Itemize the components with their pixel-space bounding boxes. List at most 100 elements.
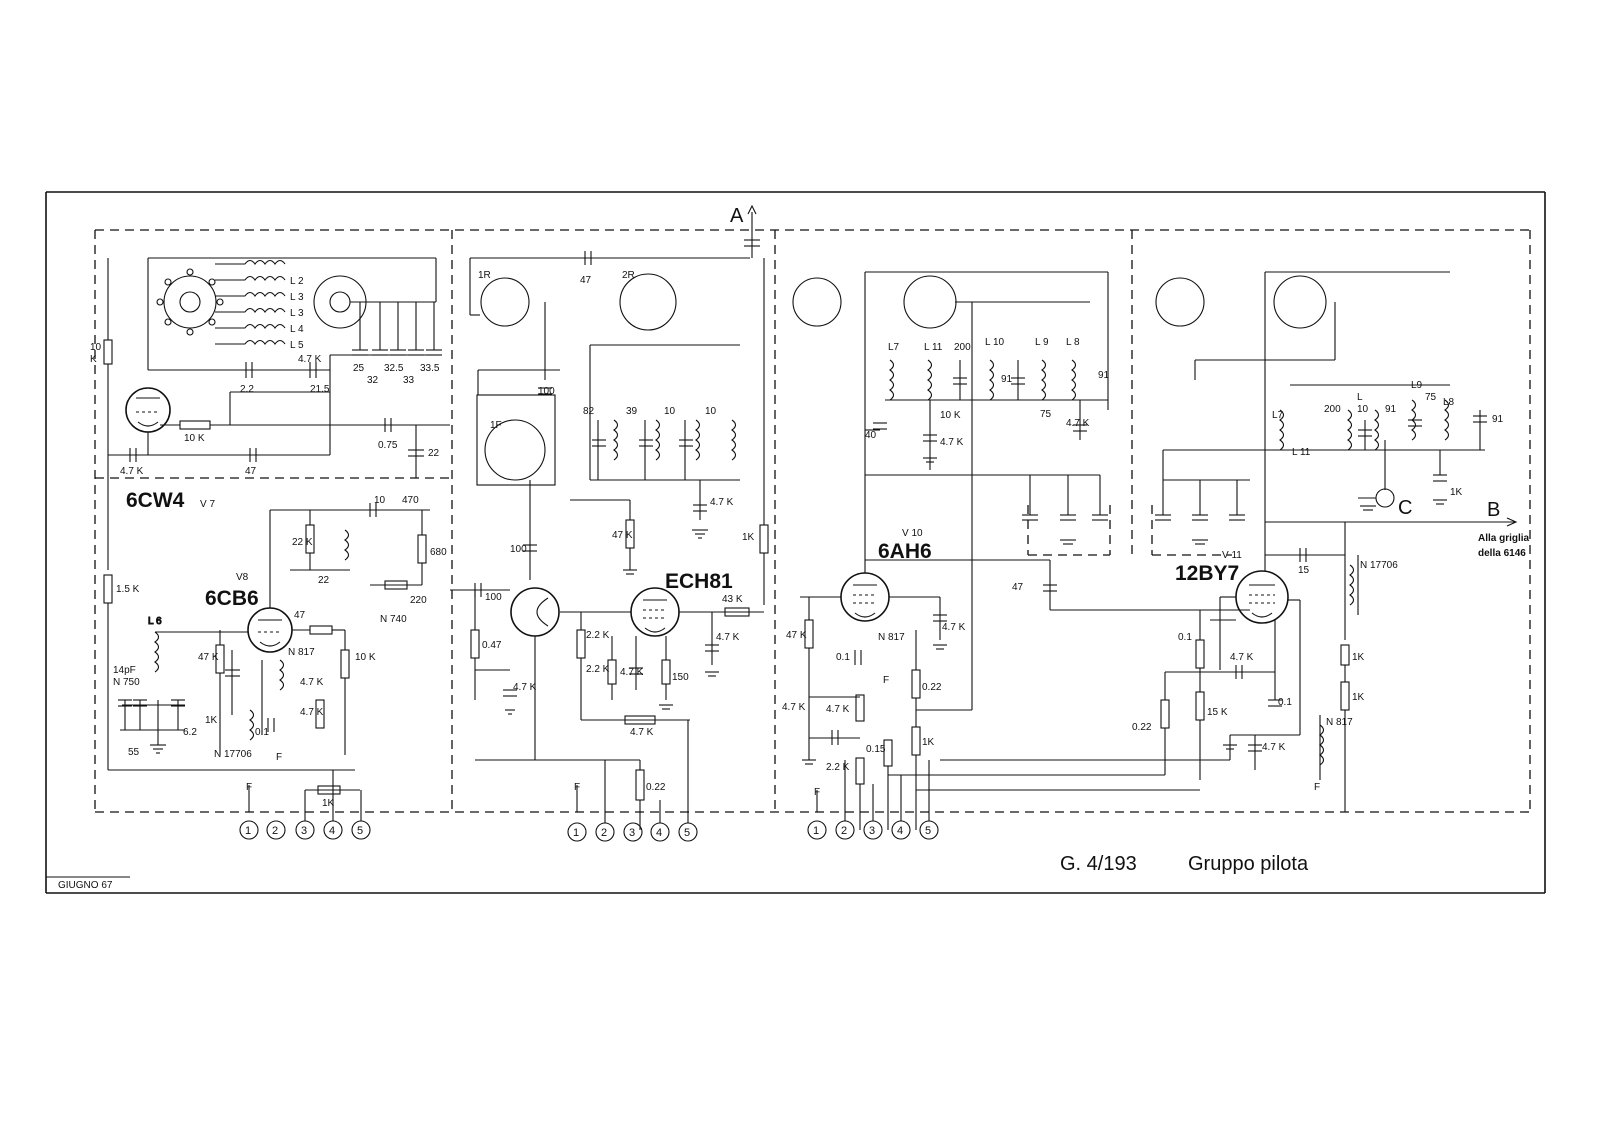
value-label: 47 xyxy=(245,466,257,477)
value-label: 91 xyxy=(1385,404,1397,415)
value-label: 10 K xyxy=(184,433,205,444)
value-label: 82 xyxy=(583,406,595,417)
value-label: 1.5 K xyxy=(116,584,140,595)
value-label: 10 xyxy=(705,406,717,417)
value-label: 15 K xyxy=(1207,707,1228,718)
rotary-switch-icon xyxy=(163,275,217,329)
output-b-note: Alla griglia xyxy=(1478,533,1530,544)
stage-v9: 1R 2R 1F 47 100 xyxy=(450,204,769,830)
value-label: 47 K xyxy=(198,652,219,663)
switch-label: 1R xyxy=(478,270,491,281)
value-label: N 740 xyxy=(380,614,407,625)
vacuum-tube-icon xyxy=(1235,570,1289,624)
value-label: 4.7 K xyxy=(620,667,644,678)
value-label: 4.7 K xyxy=(710,497,734,508)
value-label: 1K xyxy=(922,737,935,748)
terminal-label: 4 xyxy=(897,825,903,837)
terminal-label: 3 xyxy=(629,827,635,839)
coil-label: L 3 xyxy=(290,308,304,319)
value-label: 100 xyxy=(538,386,555,397)
terminal-label: 2 xyxy=(272,825,278,837)
value-label: 2.2 K xyxy=(586,664,610,675)
coil-label: L 9 xyxy=(1035,337,1049,348)
value-label: 40 xyxy=(865,430,877,441)
coil-label: L7 xyxy=(888,342,900,353)
value-label: N 817 xyxy=(1326,717,1353,728)
tube-ref-label: V 11 xyxy=(1222,550,1242,561)
vacuum-tube-icon xyxy=(630,587,680,637)
terminal-label: 2 xyxy=(841,825,847,837)
coil-label: L 8 xyxy=(1066,337,1080,348)
value-label: N 750 xyxy=(113,677,140,688)
value-label: 32 xyxy=(367,375,379,386)
terminal-label: 5 xyxy=(357,825,363,837)
value-label: 2.2 xyxy=(240,384,254,395)
switch-label: 2R xyxy=(622,270,635,281)
output-label-a: A xyxy=(730,205,744,227)
value-label: 0.22 xyxy=(646,782,666,793)
sheet-frame xyxy=(45,191,1546,894)
tube-type-label: 6CW4 xyxy=(126,489,185,512)
f-label: F xyxy=(246,782,252,793)
terminal-label: 4 xyxy=(329,825,335,837)
stage-v11: L7 L 11 L L9 L8 200 10 91 75 91 1K C B A… xyxy=(888,271,1530,812)
value-label: 100 xyxy=(485,592,502,603)
vacuum-tube-icon xyxy=(840,572,890,622)
rotary-switch-icon xyxy=(1273,275,1327,329)
value-label: 0.1 xyxy=(836,652,850,663)
terminal-label: 5 xyxy=(925,825,931,837)
stage-v7: L 2 L 3 L 3 L 4 L 5 25 32 32.5 33 33.5 xyxy=(90,257,450,570)
terminal-label: 1 xyxy=(573,827,579,839)
coil-label: L 4 xyxy=(290,324,304,335)
value-label: 2.2 K xyxy=(826,762,850,773)
value-label: 47 xyxy=(294,610,306,621)
rotary-switch-icon xyxy=(903,275,957,329)
switch-label: 1F xyxy=(490,420,502,431)
value-label: 1K xyxy=(1450,487,1463,498)
value-label: 2.2 K xyxy=(586,630,610,641)
coil-label: L 2 xyxy=(290,276,304,287)
coil-label: L 11 xyxy=(924,342,943,353)
value-label: N 817 xyxy=(878,632,905,643)
output-label-c: C xyxy=(1398,497,1412,519)
value-label: 1K xyxy=(1352,692,1365,703)
value-label: 0.1 xyxy=(1278,697,1292,708)
drawing-title: Gruppo pilota xyxy=(1188,853,1309,875)
value-label: 4.7 K xyxy=(120,466,144,477)
tube-ref-label: V 7 xyxy=(200,499,215,510)
value-label: K xyxy=(90,354,97,365)
value-label: 75 xyxy=(1040,409,1052,420)
value-label: 47 K xyxy=(786,630,807,641)
terminal-label: 5 xyxy=(684,827,690,839)
value-label: 15 xyxy=(1298,565,1310,576)
coil-label: L 11 xyxy=(1292,447,1311,458)
value-label: 10 xyxy=(374,495,386,506)
value-label: 33 xyxy=(403,375,415,386)
tube-type-label: 6CB6 xyxy=(205,587,259,610)
value-label: 1K xyxy=(205,715,218,726)
value-label: N 817 xyxy=(288,647,315,658)
value-label: 0.75 xyxy=(378,440,398,451)
value-label: 32.5 xyxy=(384,363,404,374)
value-label: 4.7 K xyxy=(300,707,324,718)
value-label: 4.7 K xyxy=(826,704,850,715)
value-label: 0.15 xyxy=(866,744,886,755)
value-label: 680 xyxy=(430,547,447,558)
output-label-b: B xyxy=(1487,499,1500,521)
f-label: F xyxy=(883,675,889,686)
value-label: 150 xyxy=(672,672,689,683)
terminal-label: 1 xyxy=(813,825,819,837)
tube-type-label: ECH81 xyxy=(665,570,733,593)
value-label: 4.7 K xyxy=(630,727,654,738)
f-label: F xyxy=(814,787,820,798)
value-label: 55 xyxy=(128,747,140,758)
value-label: 91 xyxy=(1098,370,1110,381)
terminal-strip-1: F 1 2 3 4 5 xyxy=(239,770,371,840)
value-label: 25 xyxy=(353,363,365,374)
coil-label: L 3 xyxy=(290,292,304,303)
output-b-note: della 6146 xyxy=(1478,548,1526,559)
terminal-label: 1 xyxy=(245,825,251,837)
value-label: 91 xyxy=(1001,374,1013,385)
value-label: 0.1 xyxy=(255,727,269,738)
